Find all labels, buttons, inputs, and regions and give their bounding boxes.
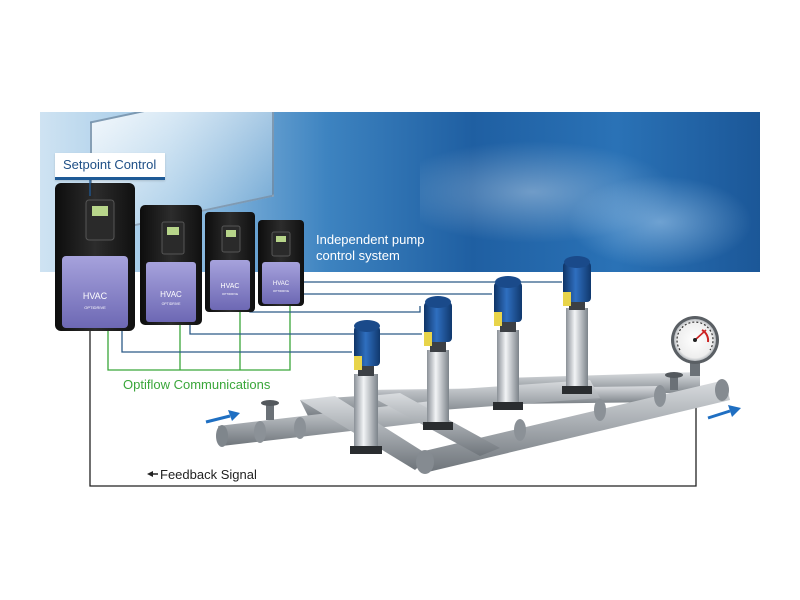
optiflow-communications-label: Optiflow Communications <box>123 377 271 392</box>
svg-text:HVAC: HVAC <box>273 281 290 287</box>
svg-text:HVAC: HVAC <box>221 283 240 290</box>
setpoint-control-box <box>55 153 165 180</box>
pump-3 <box>493 276 523 410</box>
setpoint-control-label: Setpoint Control <box>63 157 157 172</box>
independent-pump-label: Independent pump control system <box>316 232 446 264</box>
svg-text:HVAC: HVAC <box>160 290 182 299</box>
pump-4 <box>562 256 592 394</box>
svg-text:HVAC: HVAC <box>83 291 108 301</box>
svg-text:OPTIDRIVE: OPTIDRIVE <box>84 305 106 310</box>
optiflow-communication-lines <box>107 300 291 371</box>
feedback-signal-line <box>89 300 697 487</box>
vfd-drive-1: HVAC OPTIDRIVE <box>55 183 135 331</box>
vfd-drive-3: HVAC OPTIDRIVE <box>205 212 255 312</box>
flow-arrow-right-icon <box>205 410 240 424</box>
feedback-signal-label: Feedback Signal <box>160 467 257 482</box>
pump-1 <box>350 320 382 454</box>
water-splash-image <box>420 132 700 252</box>
svg-text:OPTIDRIVE: OPTIDRIVE <box>273 289 289 293</box>
svg-text:OPTIDRIVE: OPTIDRIVE <box>162 302 182 306</box>
svg-text:OPTIDRIVE: OPTIDRIVE <box>222 292 238 296</box>
arrow-left-icon <box>147 471 158 477</box>
vfd-drive-2: HVAC OPTIDRIVE <box>140 205 202 325</box>
independent-pump-line1: Independent pump <box>316 232 425 247</box>
pump-2 <box>423 296 453 430</box>
pipe-manifold <box>216 372 730 474</box>
independent-pump-line2: control system <box>316 248 400 263</box>
pressure-gauge-icon <box>671 316 719 376</box>
vfd-drive-4: HVAC OPTIDRIVE <box>258 220 304 306</box>
water-splash-image <box>560 172 760 272</box>
flow-arrow-right-icon <box>707 405 741 420</box>
